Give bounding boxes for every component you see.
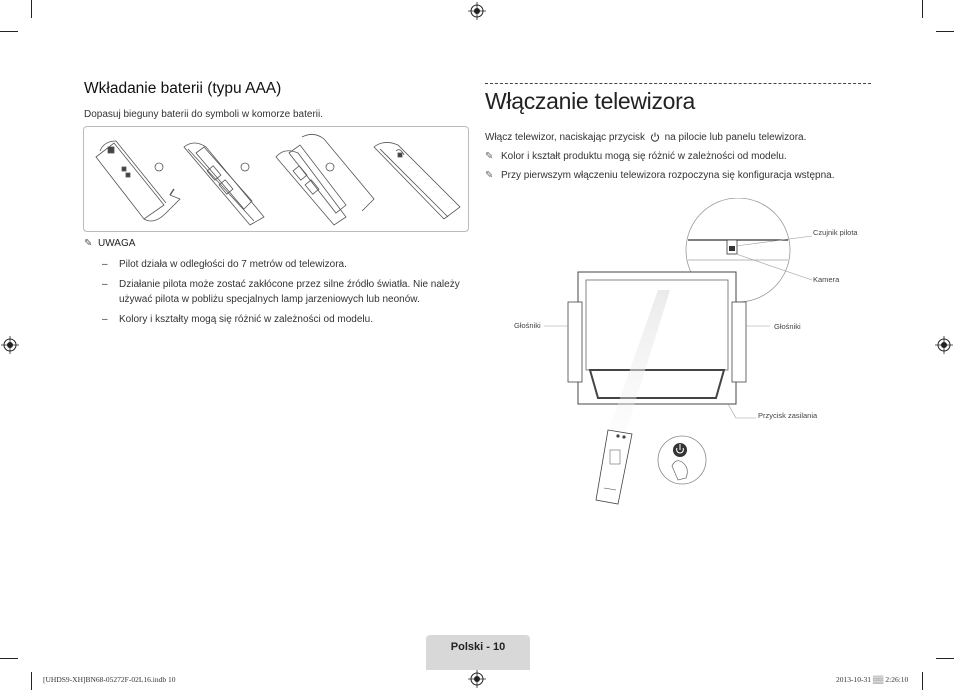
battery-steps-illustration (95, 134, 461, 226)
registration-mark-icon (935, 336, 953, 354)
registration-mark-icon (468, 2, 486, 20)
list-bullet: – (102, 279, 108, 290)
registration-mark-icon (468, 670, 486, 688)
print-timestamp: 2013-10-31 ▒▒ 2:26:10 (836, 675, 909, 684)
note-text: Działanie pilota może zostać zakłócone p… (119, 279, 460, 305)
section-title-batteries: Wkładanie baterii (typu AAA) (84, 80, 282, 97)
note-label: UWAGA (98, 238, 136, 249)
section-title-power-on: Włączanie telewizora (485, 88, 696, 114)
list-bullet: – (102, 259, 108, 270)
note-list: – Pilot działa w odległości do 7 metrów … (102, 257, 462, 332)
crop-mark (936, 31, 954, 32)
file-info: [UHDS9-XH]BN68-05272F-02L16.indb 10 (43, 675, 176, 684)
label-power-button: Przycisk zasilania (758, 411, 818, 420)
page-number-tab: Polski - 10 (426, 635, 530, 670)
tv-diagram: Czujnik pilota Kamera Głośniki Głośniki … (500, 197, 860, 518)
label-camera: Kamera (813, 275, 840, 284)
list-bullet: – (102, 314, 108, 325)
label-remote-sensor: Czujnik pilota (813, 228, 858, 237)
crop-mark (0, 31, 18, 32)
batteries-intro-text: Dopasuj bieguny baterii do symboli w kom… (84, 109, 324, 120)
pencil-note-icon: ✎ (485, 151, 494, 162)
power-instruction: Włącz telewizor, naciskając przycisk na … (485, 132, 806, 143)
note-text: Przy pierwszym włączeniu telewizora rozp… (501, 170, 835, 181)
tv-illustration (544, 197, 813, 505)
note-text: Kolor i kształt produktu mogą się różnić… (501, 151, 787, 162)
list-item: – Kolory i kształty mogą się różnić w za… (102, 312, 462, 327)
note-heading: ✎ UWAGA (84, 238, 135, 249)
crop-mark (922, 0, 923, 18)
instruction-text-before: Włącz telewizor, naciskając przycisk (485, 132, 646, 143)
power-icon (650, 132, 659, 142)
crop-mark (0, 658, 18, 659)
note-text: Pilot działa w odległości do 7 metrów od… (119, 259, 347, 270)
list-item: – Pilot działa w odległości do 7 metrów … (102, 257, 462, 272)
list-item: – Działanie pilota może zostać zakłócone… (102, 277, 462, 307)
setup-note: ✎ Przy pierwszym włączeniu telewizora roz… (485, 170, 834, 181)
crop-mark (31, 0, 32, 18)
crop-mark (936, 658, 954, 659)
battery-illustration (83, 126, 469, 232)
label-speakers-left: Głośniki (514, 321, 541, 330)
model-note: ✎ Kolor i kształt produktu mogą się różni… (485, 151, 787, 162)
instruction-text-after: na pilocie lub panelu telewizora. (664, 132, 807, 143)
note-text: Kolory i kształty mogą się różnić w zale… (119, 314, 373, 325)
registration-mark-icon (1, 336, 19, 354)
pencil-note-icon: ✎ (84, 238, 93, 249)
pencil-note-icon: ✎ (485, 170, 494, 181)
label-speakers-right: Głośniki (774, 322, 801, 331)
crop-mark (31, 672, 32, 690)
section-divider (485, 83, 871, 84)
crop-mark (922, 672, 923, 690)
